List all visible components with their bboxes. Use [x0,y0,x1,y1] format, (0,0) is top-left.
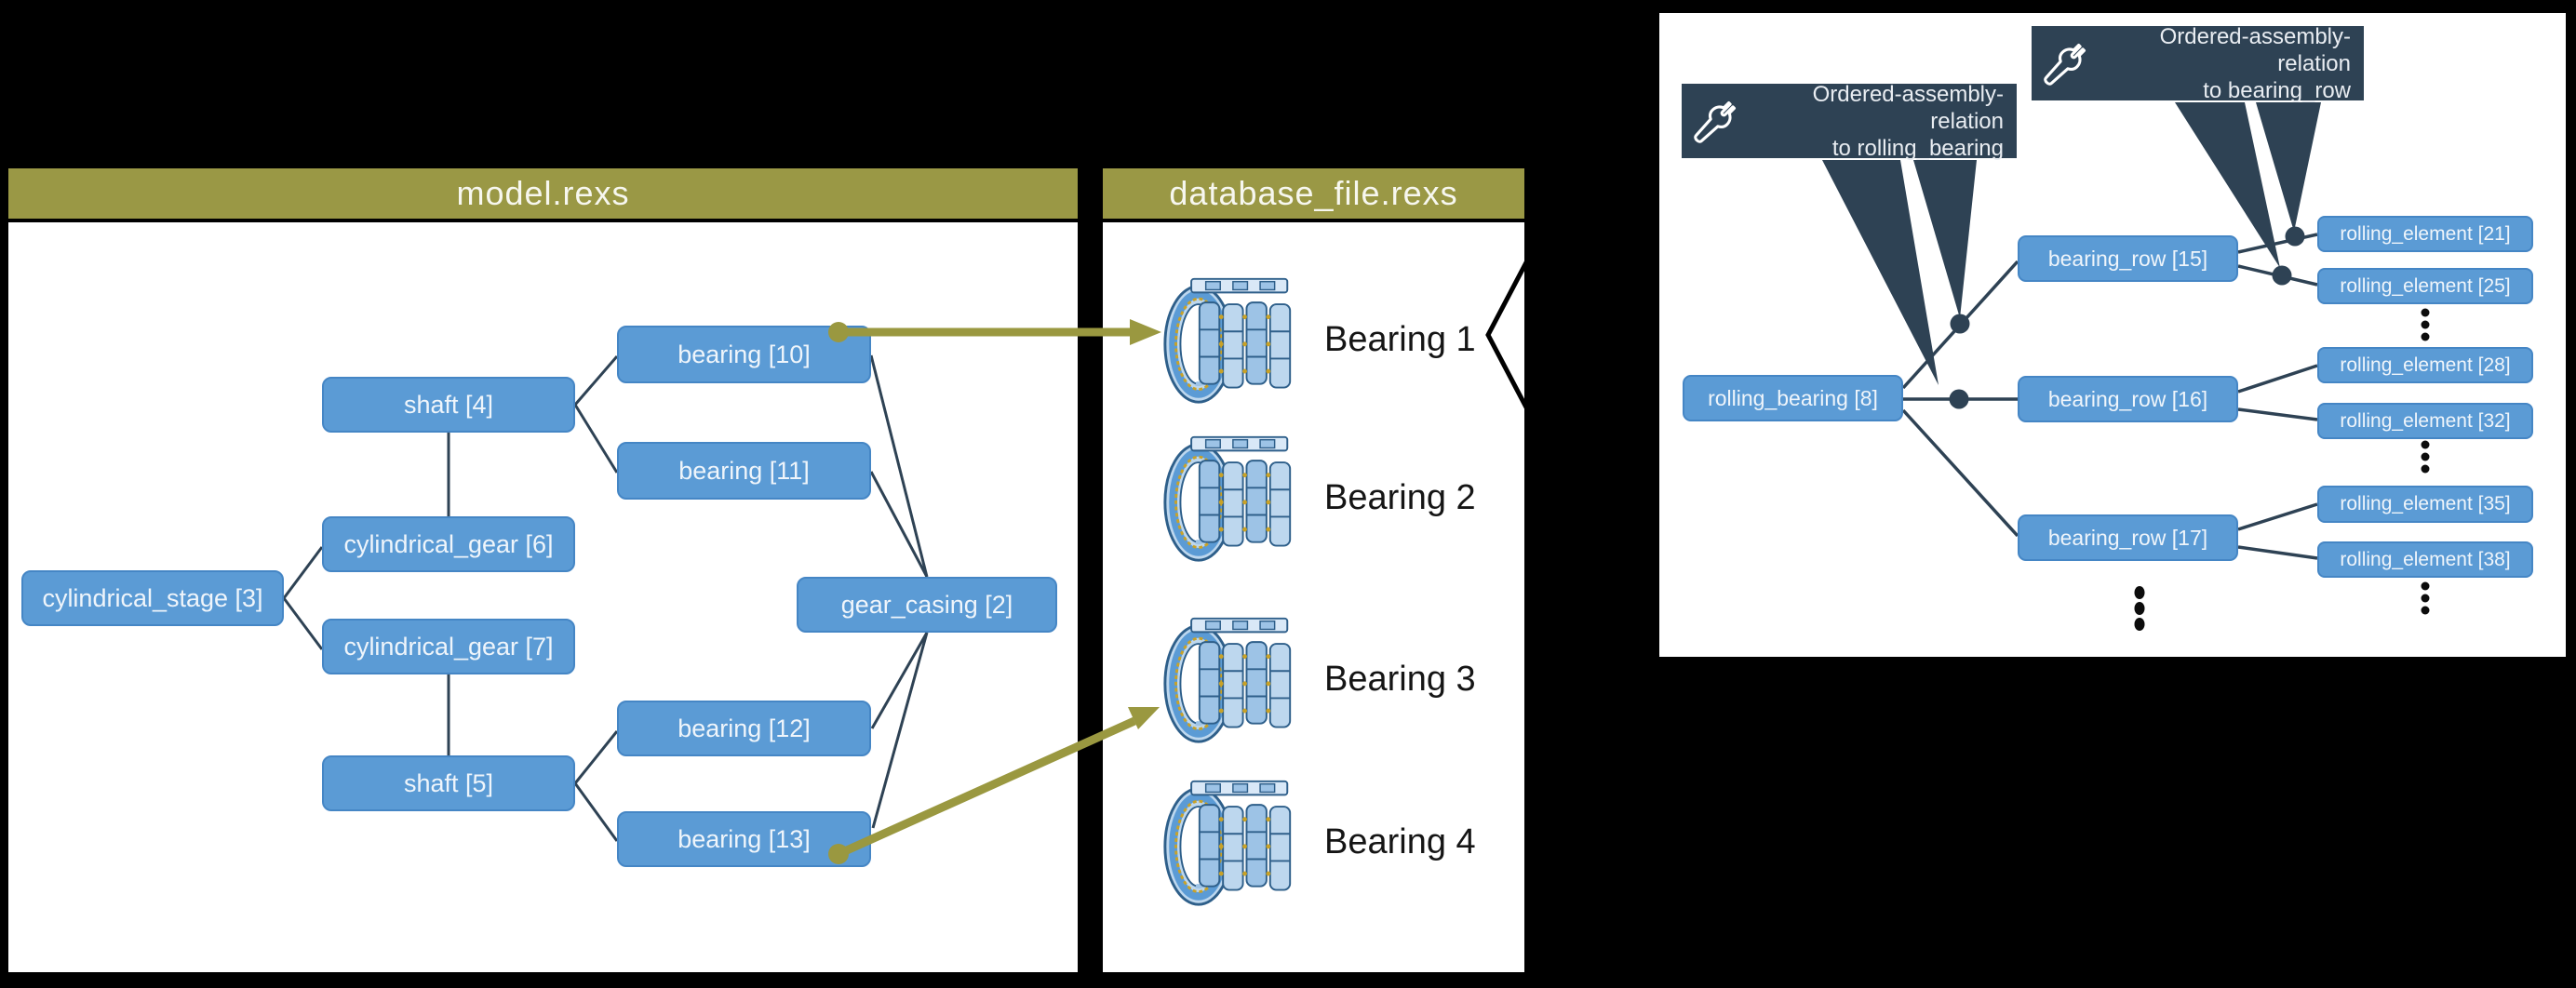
node-shaft-5: shaft [5] [322,755,575,811]
model-rexs-title: model.rexs [456,174,630,212]
node-label: bearing [10] [678,340,811,368]
node-rolling-element-38: rolling_element [38] [2317,541,2533,578]
label-text: Bearing 4 [1324,821,1476,861]
callout-ordered-assembly-relation-rolling-bearing: Ordered-assembly-relation to rolling_bea… [1682,81,2017,161]
bearing-3-label: Bearing 3 [1324,655,1476,703]
callout-line1: Ordered-assembly-relation [1812,81,2004,134]
node-label: cylindrical_gear [6] [343,529,554,558]
node-cylindrical-gear-6: cylindrical_gear [6] [322,516,575,572]
node-label: rolling_element [28] [2340,354,2511,376]
node-cylindrical-gear-7: cylindrical_gear [7] [322,619,575,674]
node-rolling-element-35: rolling_element [35] [2317,486,2533,523]
node-label: gear_casing [2] [840,590,1013,619]
node-label: rolling_element [21] [2340,222,2511,245]
node-label: bearing_row [17] [2047,525,2208,550]
wrench-icon [1682,92,1751,150]
node-label: cylindrical_stage [3] [42,583,263,612]
node-rolling-element-28: rolling_element [28] [2317,347,2533,383]
node-rolling-bearing-8: rolling_bearing [8] [1683,375,1903,421]
node-bearing-10: bearing [10] [617,326,871,383]
node-rolling-element-32: rolling_element [32] [2317,403,2533,439]
database-file-panel: database_file.rexs [1099,165,1528,976]
callout-ordered-assembly-relation-bearing-row: Ordered-assembly-relation to bearing_row [2032,23,2364,103]
node-rolling-element-25: rolling_element [25] [2317,268,2533,304]
node-label: bearing_row [16] [2047,386,2208,411]
node-label: cylindrical_gear [7] [343,632,554,661]
label-text: Bearing 3 [1324,659,1476,699]
node-label: bearing [12] [678,714,811,742]
node-label: shaft [4] [403,390,494,419]
node-label: shaft [5] [403,768,494,797]
node-label: rolling_element [25] [2340,274,2511,297]
node-bearing-row-17: bearing_row [17] [2018,514,2238,561]
node-shaft-4: shaft [4] [322,377,575,433]
node-bearing-11: bearing [11] [617,442,871,500]
bearing-1-label: Bearing 1 [1324,315,1476,364]
node-rolling-element-21: rolling_element [21] [2317,216,2533,252]
node-bearing-12: bearing [12] [617,701,871,756]
node-label: rolling_element [32] [2340,409,2511,432]
wrench-icon [2032,34,2100,92]
database-file-title: database_file.rexs [1169,174,1458,212]
node-cylindrical-stage-3: cylindrical_stage [3] [21,570,284,626]
node-bearing-row-15: bearing_row [15] [2018,235,2238,282]
callout-line2: to rolling_bearing [1831,135,2004,161]
node-gear-casing-2: gear_casing [2] [797,577,1057,633]
node-label: rolling_element [38] [2340,548,2511,570]
node-label: bearing_row [15] [2047,246,2208,271]
callout-line1: Ordered-assembly-relation [2159,23,2351,76]
node-label: bearing [13] [678,824,811,853]
node-label: rolling_element [35] [2340,493,2511,514]
node-label: bearing [11] [678,456,810,485]
callout-line2: to bearing_row [2203,77,2351,103]
node-bearing-13: bearing [13] [617,811,871,867]
label-text: Bearing 2 [1324,477,1476,517]
node-bearing-row-16: bearing_row [16] [2018,376,2238,422]
model-rexs-header: model.rexs [8,168,1078,222]
label-text: Bearing 1 [1324,319,1476,359]
node-label: rolling_bearing [8] [1708,385,1878,410]
database-file-header: database_file.rexs [1103,168,1524,222]
bearing-2-label: Bearing 2 [1324,474,1476,522]
bearing-4-label: Bearing 4 [1324,818,1476,866]
